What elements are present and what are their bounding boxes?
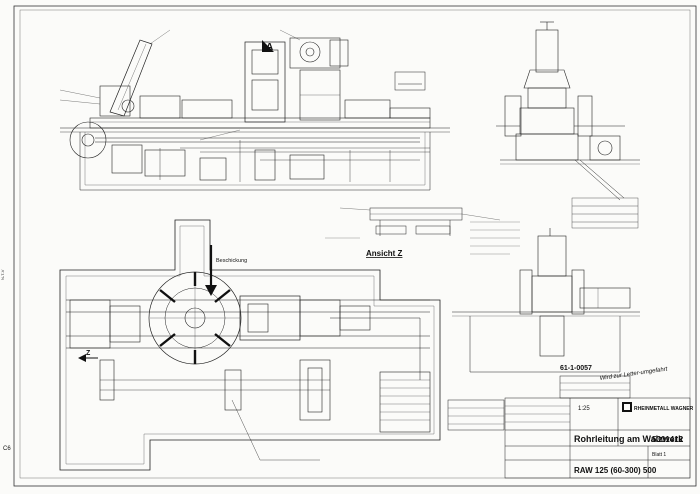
- margin-code: C6: [3, 446, 11, 452]
- view-z-detail: [339, 207, 501, 236]
- view-a-marker: A: [262, 40, 274, 53]
- outer-border: [13, 5, 697, 487]
- annotation-lines: [325, 221, 520, 255]
- z-arrow: [78, 354, 98, 362]
- parts-table-right: [571, 197, 639, 229]
- section-view: [452, 228, 640, 373]
- drawing-title: Rohrleitung am Walzwerk: [574, 434, 684, 444]
- handwritten-note: Wird zur Letter-umgefahrt: [599, 367, 668, 382]
- part-code: RAW 125 (60-300) 500: [574, 466, 657, 475]
- plan-view: [59, 219, 441, 471]
- view-z-title: Ansicht Z: [366, 249, 403, 258]
- view-a-label: A: [266, 42, 273, 53]
- company-logo: [622, 402, 632, 412]
- scale-value: 1:25: [578, 406, 590, 412]
- feed-arrow: [205, 245, 217, 296]
- feed-arrow-label: Beschickung: [216, 258, 247, 264]
- stamp-number: 61-1-0057: [560, 365, 592, 372]
- z-arrow-label: Z: [86, 350, 91, 357]
- inner-border: [19, 9, 691, 479]
- drawing-number: 5301412: [652, 435, 684, 444]
- title-block: [447, 375, 691, 479]
- detail-small-top: [394, 71, 426, 91]
- end-elevation-view: [496, 21, 640, 201]
- margin-small-code: N-7-V: [0, 269, 5, 280]
- company-name: RHEINMETALL WAGNER: [634, 406, 694, 412]
- side-elevation-view: [59, 29, 450, 191]
- sheet-number: Blatt 1: [652, 452, 666, 458]
